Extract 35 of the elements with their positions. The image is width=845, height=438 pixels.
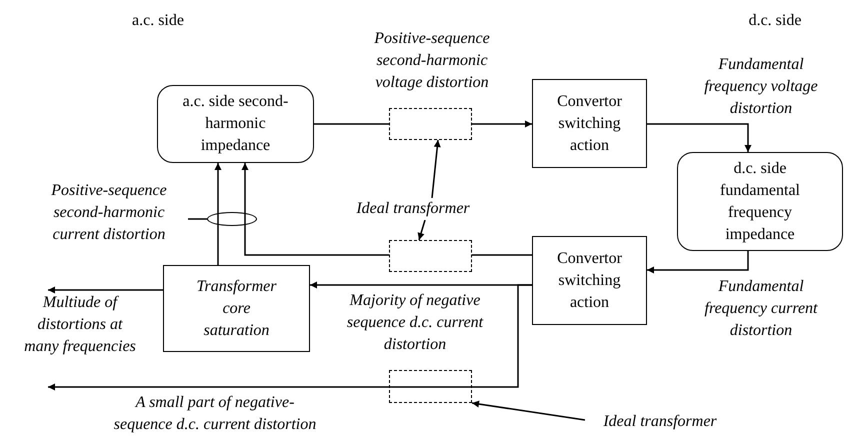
- leader-line: [188, 218, 207, 220]
- arrow: [48, 284, 532, 390]
- leader-arrow: [431, 140, 441, 198]
- edge-label: Majority of negative sequence d.c. current distortion: [346, 291, 484, 355]
- rounded-process-box: [677, 152, 843, 251]
- arrow: [647, 251, 749, 274]
- connector-line: [314, 123, 389, 125]
- leader-arrow: [418, 220, 426, 240]
- ideal-transformer-box: [389, 240, 472, 272]
- process-box: [532, 79, 647, 168]
- side-heading: a.c. side: [131, 11, 185, 31]
- arrow: [242, 163, 389, 256]
- box-text: Convertor switching action: [556, 248, 623, 312]
- edge-label: Multiude of distortions at many frequencies: [23, 293, 137, 357]
- grouping-ellipse: [207, 212, 257, 226]
- box-text: d.c. side fundamental frequency impedance: [719, 158, 801, 244]
- arrow: [214, 163, 222, 265]
- edge-label: Fundamental frequency current distortion: [704, 277, 819, 341]
- ideal-transformer-box: [389, 370, 472, 403]
- arrow: [48, 286, 163, 294]
- box-text: a.c. side second-harmonic impedance: [182, 92, 290, 156]
- arrow: [472, 120, 532, 128]
- ideal-transformer-box: [389, 108, 472, 140]
- arrow: [647, 123, 752, 152]
- edge-label: Positive-sequence second-harmonic voltage distortion: [373, 29, 491, 93]
- leader-arrow: [472, 400, 586, 421]
- edge-label: Fundamental frequency voltage distortion: [703, 55, 819, 119]
- process-box: [163, 265, 310, 352]
- box-text: Convertor switching action: [556, 92, 623, 156]
- rounded-process-box: [157, 85, 314, 163]
- box-text: Transformer core saturation: [195, 276, 278, 340]
- edge-label: A small part of negative-sequence d.c. current distortion: [112, 393, 318, 435]
- connector-line: [472, 254, 532, 256]
- process-box: [532, 236, 647, 325]
- side-heading: d.c. side: [748, 11, 802, 31]
